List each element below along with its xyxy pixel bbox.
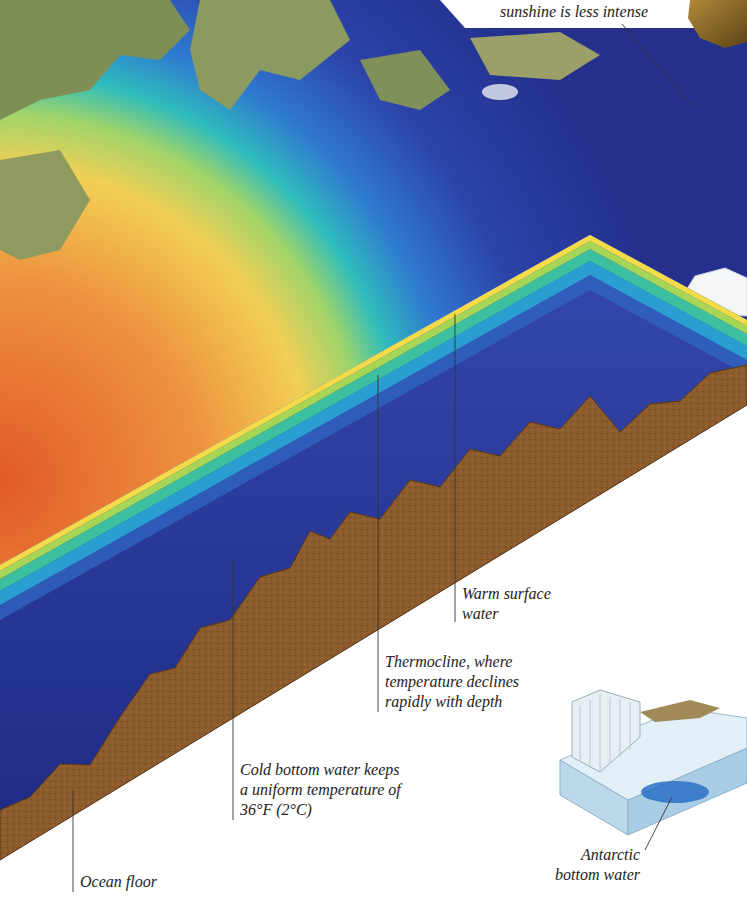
leader-line xyxy=(378,375,379,712)
leader-line xyxy=(455,314,456,622)
antarctic-bottom-water xyxy=(641,781,709,803)
callout-label: sunshine is less intense xyxy=(500,2,648,22)
land xyxy=(360,50,450,110)
ocean-floor xyxy=(0,365,747,860)
callout-label: Cold bottom water keeps a uniform temper… xyxy=(240,760,408,820)
ice-shelf xyxy=(572,690,640,772)
land xyxy=(0,150,90,260)
land xyxy=(470,32,600,80)
leader-line xyxy=(622,24,692,106)
rock xyxy=(688,0,747,48)
deep-water xyxy=(0,235,747,860)
callout-label: Ocean floor xyxy=(80,872,157,892)
callout-label: Warm surface water xyxy=(462,584,574,624)
land xyxy=(0,0,190,120)
leader-line xyxy=(233,560,234,820)
land xyxy=(640,700,720,722)
ice xyxy=(482,84,518,100)
callout-label: Thermocline, where temperature declines … xyxy=(385,652,563,712)
leader-line xyxy=(645,797,672,850)
land xyxy=(190,0,350,110)
callout-label: Antarctic bottom water xyxy=(545,845,640,885)
leader-line xyxy=(73,790,74,892)
ice-shelf xyxy=(580,694,630,771)
